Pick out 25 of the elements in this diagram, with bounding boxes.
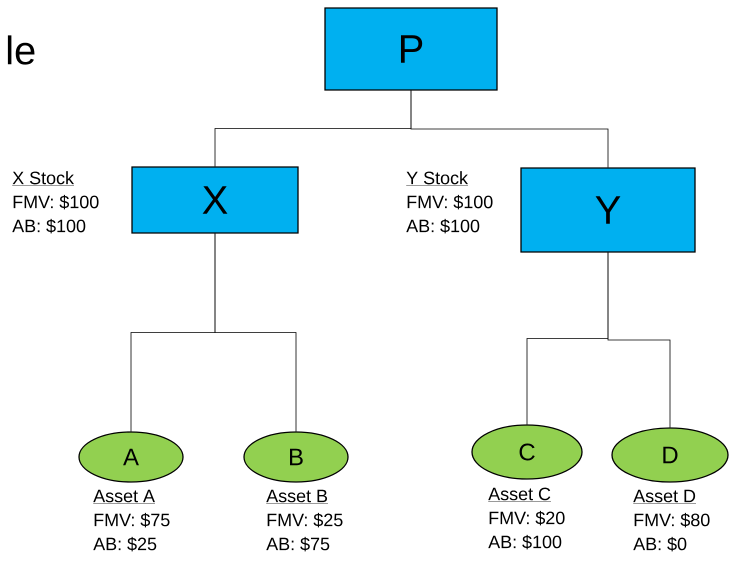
annotation-text: Asset B: [266, 490, 328, 504]
annotation-text: AB: $100: [406, 218, 480, 234]
annotation-text: AB: $100: [488, 534, 562, 550]
annotation-text: FMV: $75: [94, 512, 170, 528]
annotation-text: X Stock: [12, 171, 74, 186]
entity-box: Y: [520, 167, 696, 253]
entity-box: X: [131, 166, 299, 234]
annotation-text: FMV: $20: [490, 510, 565, 526]
heading-fragment: le: [8, 35, 34, 65]
annotation-text: AB: $75: [266, 536, 330, 552]
connector-line: [214, 233, 296, 432]
annotation-text: FMV: $100: [14, 194, 99, 210]
entity-box: P: [324, 7, 498, 91]
annotation-text: AB: $25: [93, 536, 156, 552]
connector-line: [410, 90, 608, 168]
annotation-text: Y Stock: [406, 171, 468, 186]
annotation-text: AB: $0: [633, 536, 686, 552]
annotation-text: Asset C: [488, 488, 552, 502]
annotation-text: FMV: $100: [408, 194, 493, 210]
annotation-text: Asset D: [633, 490, 696, 504]
annotation-text: FMV: $80: [634, 512, 710, 528]
annotation-text: Asset A: [93, 490, 156, 504]
connector-line: [608, 252, 670, 428]
annotation-text: AB: $100: [12, 218, 86, 234]
annotation-text: FMV: $25: [268, 512, 342, 528]
